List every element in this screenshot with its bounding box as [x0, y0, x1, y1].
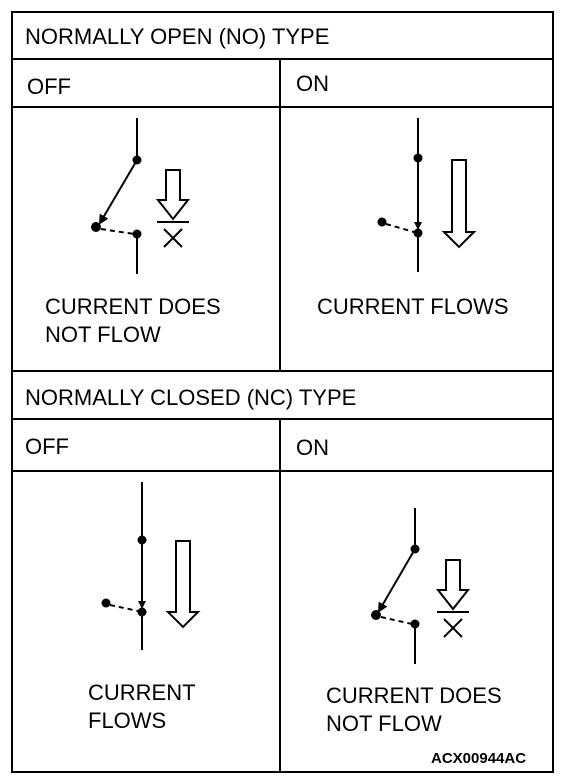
nc-on-switch-symbol: [371, 508, 420, 664]
nc-on-blocked-arrow: [435, 559, 471, 638]
no-off-switch-symbol: [91, 118, 142, 274]
no-off-blocked-arrow: [155, 169, 191, 248]
no-on-header: ON: [296, 71, 329, 96]
no-type-title: NORMALLY OPEN (NO) TYPE: [25, 24, 330, 49]
nc-off-caption-line2: FLOWS: [88, 708, 167, 733]
nc-off-caption-line1: CURRENT: [88, 680, 196, 705]
no-off-caption-line2: NOT FLOW: [45, 322, 161, 347]
nc-off-header: OFF: [25, 434, 69, 459]
no-off-header: OFF: [27, 74, 71, 99]
no-on-switch-symbol: [377, 118, 423, 272]
nc-off-switch-symbol: [101, 482, 147, 650]
nc-type-title: NORMALLY CLOSED (NC) TYPE: [25, 385, 357, 410]
no-on-caption-line1: CURRENT FLOWS: [317, 294, 509, 319]
no-on-flow-arrow: [441, 159, 477, 249]
figure-code: ACX00944AC: [431, 750, 527, 767]
nc-on-header: ON: [296, 435, 329, 460]
nc-off-flow-arrow: [165, 540, 201, 629]
nc-on-caption-line2: NOT FLOW: [326, 711, 442, 736]
nc-on-caption-line1: CURRENT DOES: [326, 683, 502, 708]
no-off-caption-line1: CURRENT DOES: [45, 294, 221, 319]
table-grid: [11, 11, 554, 773]
